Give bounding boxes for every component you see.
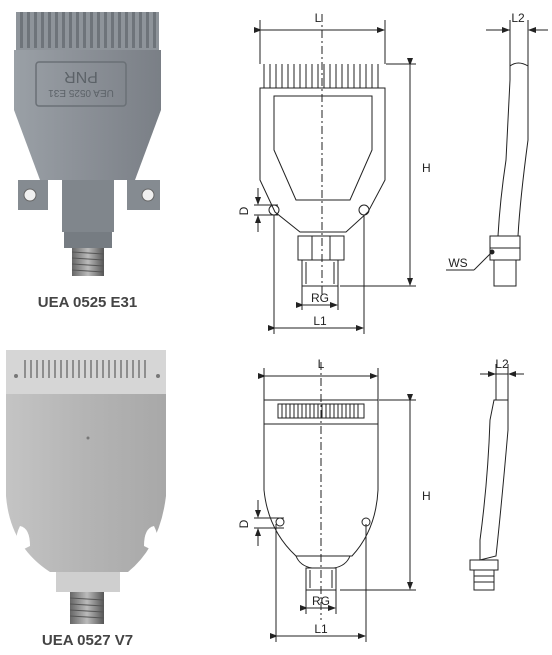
engraving-brand: PNR bbox=[64, 68, 98, 85]
side-view-1 bbox=[446, 20, 548, 287]
dim-label-D-2: D bbox=[237, 519, 251, 528]
dim-label-L-1: L bbox=[315, 11, 322, 25]
dim-label-L2-1: L2 bbox=[511, 11, 525, 25]
dim-label-L-2: L bbox=[318, 357, 325, 371]
dim-label-WS-1: WS bbox=[448, 256, 467, 270]
dim-label-H-2: H bbox=[422, 489, 431, 503]
dim-label-D-1: D bbox=[237, 206, 251, 215]
dim-label-H-1: H bbox=[422, 161, 431, 175]
nozzle-photo-uea-0525-e31: PNR UEA 0525 E31 bbox=[0, 10, 175, 290]
product-caption-2: UEA 0527 V7 bbox=[41, 632, 134, 649]
front-view-1 bbox=[254, 14, 416, 334]
side-view-2 bbox=[469, 364, 524, 591]
product-caption-1: UEA 0525 E31 bbox=[37, 294, 138, 311]
dim-label-RG-1: RG bbox=[311, 291, 329, 305]
dim-label-RG-2: RG bbox=[312, 594, 330, 608]
dim-label-L2-2: L2 bbox=[495, 357, 509, 371]
nozzle-photo-uea-0527-v7 bbox=[0, 346, 175, 626]
dim-label-L1-1: L1 bbox=[313, 314, 327, 328]
front-view-2 bbox=[254, 362, 416, 642]
dim-label-L1-2: L1 bbox=[314, 622, 328, 636]
engraving-model: UEA 0525 E31 bbox=[48, 87, 114, 98]
